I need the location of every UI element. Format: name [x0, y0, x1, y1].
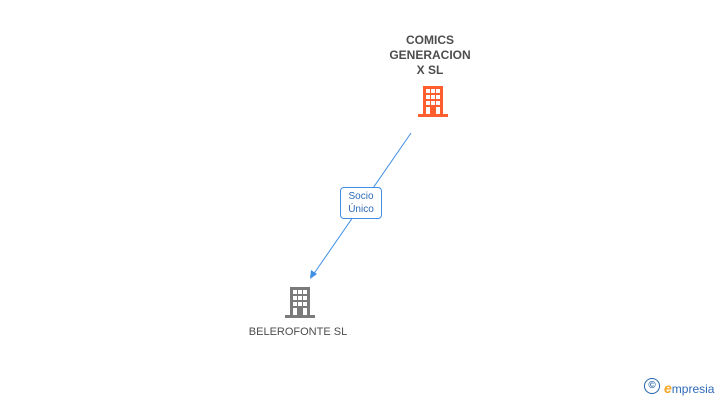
child-building-icon[interactable]: [283, 285, 317, 319]
edge-label-line-2: Único: [348, 204, 374, 215]
child-company-name[interactable]: BELEROFONTE SL: [248, 326, 348, 338]
copyright-icon: ©: [644, 378, 660, 394]
parent-name-line-3: X SL: [416, 63, 444, 77]
parent-company-name[interactable]: COMICS GENERACION X SL: [380, 33, 480, 78]
empresia-footer: © empresia: [644, 378, 728, 398]
brand-mark: e: [664, 380, 672, 396]
edge-label-line-1: Socio: [348, 191, 374, 202]
empresia-logo[interactable]: empresia: [664, 378, 714, 399]
edge-label-socio-unico[interactable]: Socio Único: [340, 187, 382, 219]
brand-text: mpresia: [671, 382, 715, 396]
parent-name-line-2: GENERACION: [389, 48, 471, 62]
parent-building-icon[interactable]: [416, 84, 450, 118]
parent-name-line-1: COMICS: [406, 33, 454, 47]
edge-arrowhead: [310, 270, 317, 279]
